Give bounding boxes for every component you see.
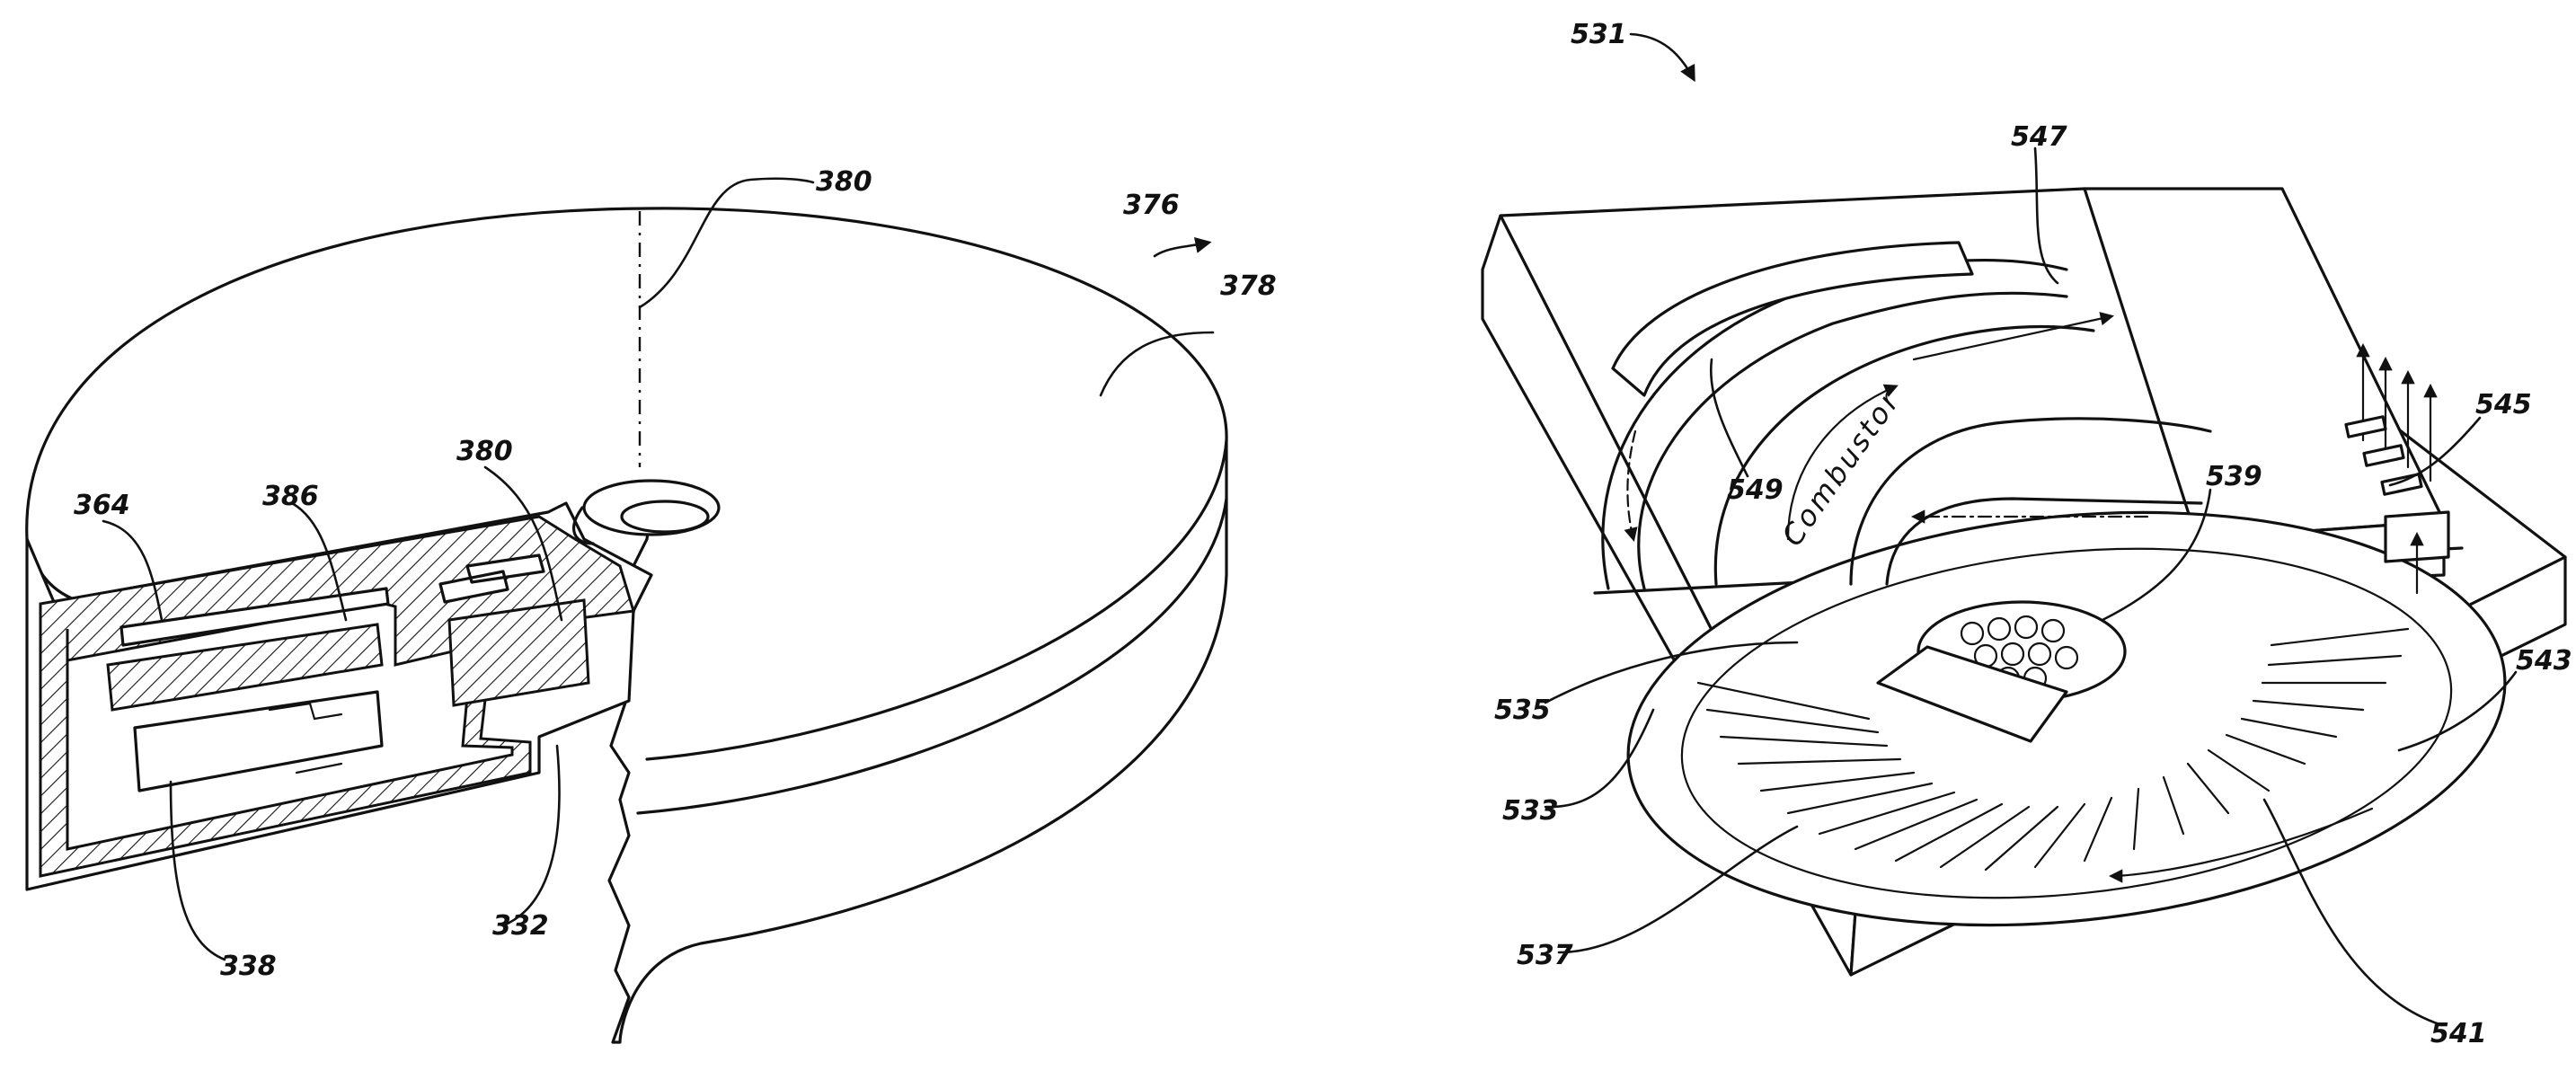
- leader-380b: [483, 465, 563, 622]
- inner-plate: [106, 623, 384, 712]
- leader-549: [1709, 358, 1749, 478]
- label-380b: 380: [456, 436, 513, 467]
- label-380-axis: 380: [816, 166, 872, 198]
- right-figure-square-device: Combustor 531 547 549 539 545 535 543 53…: [1481, 19, 2572, 1049]
- label-537: 537: [1517, 940, 1573, 971]
- label-543: 543: [2516, 645, 2572, 677]
- leader-537: [1557, 825, 1799, 954]
- leader-380-axis: [638, 177, 815, 309]
- leader-541: [2262, 798, 2441, 1026]
- leader-338: [169, 780, 226, 961]
- leader-376: [1153, 236, 1212, 258]
- port-hole: [572, 479, 721, 545]
- combustor-wall-2: [1637, 291, 2068, 590]
- return-flow-bottom: [2108, 807, 2374, 883]
- leader-378: [1099, 331, 1215, 397]
- label-531: 531: [1571, 19, 1627, 50]
- combustor-inner-wall: [1849, 417, 2212, 586]
- label-547: 547: [2011, 121, 2067, 153]
- turbine-outer-ring: [1626, 510, 2507, 927]
- leader-543: [2397, 670, 2518, 752]
- disc-side-ring: [636, 497, 1228, 815]
- leader-545: [2388, 416, 2482, 487]
- combustor-wall-3: [1713, 324, 2095, 586]
- inner-block: [447, 598, 590, 707]
- label-338: 338: [220, 951, 277, 982]
- inner-cavity-lower: [133, 690, 384, 792]
- combustor-outer-wall: [1601, 258, 2068, 590]
- flow-arrow-center: [1786, 384, 1899, 541]
- disc-top-rim: [645, 438, 1228, 761]
- leader-535: [1544, 641, 1799, 704]
- label-376: 376: [1123, 190, 1180, 221]
- hub-front-wedge: [1876, 645, 2068, 743]
- leader-364: [102, 519, 164, 622]
- leader-547: [2033, 146, 2059, 285]
- fins-top: [438, 553, 545, 604]
- label-549: 549: [1727, 474, 1784, 506]
- label-539: 539: [2206, 461, 2262, 492]
- combustor-inner-return: [1885, 497, 2203, 586]
- exhaust-slots: [2344, 415, 2423, 496]
- turbine-blades: [1696, 627, 2410, 872]
- label-364: 364: [74, 490, 130, 521]
- label-378: 378: [1220, 270, 1277, 302]
- leader-533: [1544, 708, 1655, 809]
- flow-arrow-top: [1912, 312, 2115, 361]
- turbine-blade-ring: [1680, 547, 2453, 899]
- leader-386: [290, 501, 348, 622]
- label-533: 533: [1502, 795, 1559, 827]
- label-541: 541: [2430, 1018, 2487, 1049]
- leader-531: [1629, 32, 1695, 83]
- inner-step: [268, 702, 343, 774]
- label-545: 545: [2475, 389, 2532, 420]
- left-figure-disc-device: 380 376 378 364 386 380 338 332: [25, 166, 1277, 1044]
- inner-channel-upper: [120, 587, 390, 647]
- flow-arrow-left: [1624, 429, 1638, 542]
- curved-inlet-duct: [1611, 241, 1974, 397]
- leader-539: [2101, 488, 2212, 622]
- label-332: 332: [492, 910, 549, 942]
- label-386: 386: [262, 481, 319, 512]
- leader-332: [501, 744, 561, 927]
- label-535: 535: [1494, 695, 1551, 726]
